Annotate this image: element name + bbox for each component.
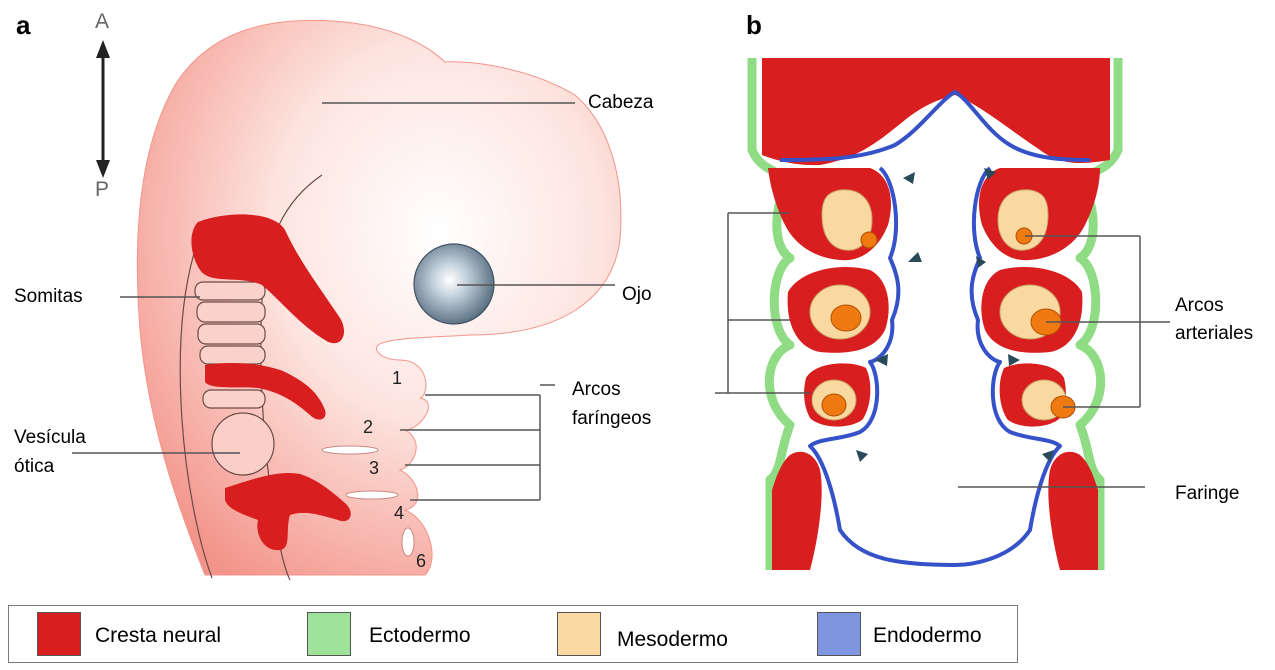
- label-ojo: Ojo: [622, 283, 652, 307]
- label-somitas: Somitas: [14, 285, 83, 309]
- label-arcos-arteriales-2: arteriales: [1175, 322, 1253, 346]
- neural-crest-arches: [768, 168, 1100, 570]
- legend-swatch-mesodermo: [557, 612, 601, 656]
- label-vesicula-1: Vesícula: [14, 426, 86, 450]
- arch-number-6: 6: [416, 551, 426, 571]
- legend-label-ectodermo: Ectodermo: [369, 624, 471, 648]
- label-cabeza: Cabeza: [588, 91, 654, 115]
- label-arcos-arteriales-1: Arcos: [1175, 294, 1224, 318]
- arch-number-4: 4: [394, 503, 404, 523]
- legend: Cresta neural Ectodermo Mesodermo Endode…: [8, 605, 1018, 663]
- panel-label-a: a: [16, 10, 30, 41]
- legend-swatch-cresta-neural: [37, 612, 81, 656]
- arch-number-2: 2: [363, 417, 373, 437]
- pharynx-section: [715, 58, 1170, 570]
- label-arcos-faringeos-1: Arcos: [572, 378, 621, 402]
- legend-label-mesodermo: Mesodermo: [617, 628, 728, 652]
- panel-label-b: b: [746, 10, 762, 41]
- posterior-label: P: [95, 178, 109, 202]
- eye: [414, 244, 494, 324]
- label-arcos-faringeos-2: faríngeos: [572, 407, 651, 431]
- arch-number-1: 1: [392, 368, 402, 388]
- legend-swatch-endodermo: [817, 612, 861, 656]
- otic-vesicle: [212, 413, 274, 475]
- label-faringe: Faringe: [1175, 482, 1239, 506]
- label-vesicula-2: ótica: [14, 455, 54, 479]
- arch-number-3: 3: [369, 458, 379, 478]
- embryo-lateral-view: 1 2 3 4 6: [72, 20, 621, 580]
- legend-label-cresta-neural: Cresta neural: [95, 624, 221, 648]
- anterior-label: A: [95, 10, 109, 34]
- anterior-posterior-arrow: [96, 40, 110, 178]
- legend-label-endodermo: Endodermo: [873, 624, 982, 648]
- legend-swatch-ectodermo: [307, 612, 351, 656]
- neural-crest-top: [762, 58, 1110, 165]
